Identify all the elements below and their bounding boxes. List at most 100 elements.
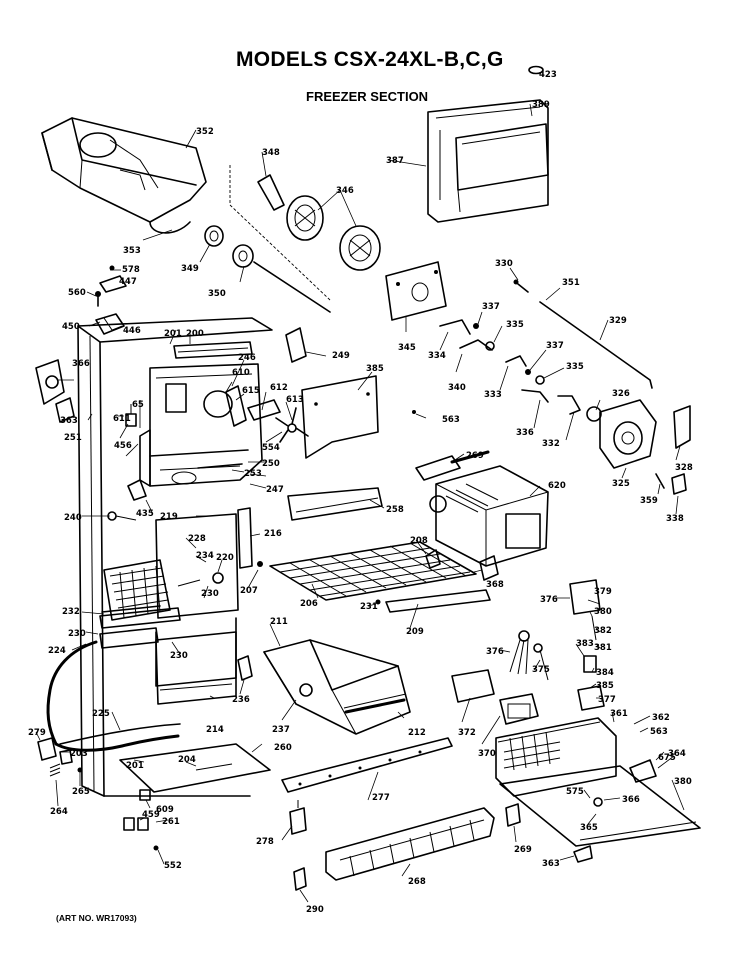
callout-208: 208 — [410, 536, 428, 546]
part-214-panel — [155, 631, 237, 705]
part-345-mount-plate — [385, 261, 447, 321]
part-260-shelf-plate — [119, 743, 271, 793]
callout-335a: 335 — [506, 320, 524, 330]
callout-578: 578 — [122, 265, 140, 275]
part-269-fill-tube — [415, 450, 490, 481]
part-207-screw — [257, 561, 263, 567]
callout-620: 620 — [548, 481, 566, 491]
part-277-slide-rail — [281, 737, 453, 793]
part-609-hardware — [123, 789, 159, 851]
part-337-washer — [473, 323, 531, 375]
part-370-solenoid — [499, 693, 539, 725]
callout-65: 65 — [132, 400, 144, 410]
callout-350: 350 — [208, 289, 226, 299]
part-201-liner-back-panel — [77, 317, 273, 797]
part-563-screw — [412, 410, 416, 414]
part-333-link — [505, 355, 527, 367]
callout-230b: 230 — [68, 629, 86, 639]
part-251-sensor — [125, 404, 137, 427]
part-237-handle — [299, 683, 313, 697]
callout-446: 446 — [123, 326, 141, 336]
part-383-actuator — [583, 655, 597, 673]
callout-352: 352 — [196, 127, 214, 137]
callout-385: 385 — [366, 364, 384, 374]
callout-219: 219 — [160, 512, 178, 522]
part-379-switch — [569, 579, 601, 615]
callout-380a: 380 — [594, 607, 612, 617]
callout-361: 361 — [610, 709, 628, 719]
part-334-lever — [439, 319, 471, 335]
callout-277: 277 — [372, 793, 390, 803]
part-279-bracket — [37, 737, 57, 761]
section-title: FREEZER SECTION — [306, 89, 429, 104]
part-220-ring — [212, 572, 224, 584]
part-615-bracket — [225, 385, 247, 427]
callout-447: 447 — [119, 277, 137, 287]
callout-353: 353 — [123, 246, 141, 256]
callout-337a: 337 — [482, 302, 500, 312]
callout-201b: 201 — [126, 761, 144, 771]
part-249-bracket — [285, 327, 307, 363]
callout-389: 389 — [532, 100, 550, 110]
callout-326: 326 — [612, 389, 630, 399]
callout-377: 377 — [598, 695, 616, 705]
callout-675: 675 — [658, 753, 676, 763]
callout-612: 612 — [270, 383, 288, 393]
callout-359: 359 — [640, 496, 658, 506]
part-224-heater-cord — [46, 640, 180, 752]
part-387-389-dispenser-door — [427, 99, 549, 223]
callout-336: 336 — [516, 428, 534, 438]
callout-609: 609 — [156, 805, 174, 815]
part-230-back-plate — [99, 617, 237, 687]
part-346-auger-housing — [229, 165, 381, 301]
callout-552: 552 — [164, 861, 182, 871]
callout-330: 330 — [495, 259, 513, 269]
callout-611: 611 — [113, 414, 131, 424]
callout-615: 615 — [242, 386, 260, 396]
part-560-screw — [95, 291, 101, 307]
callout-363b: 363 — [542, 859, 560, 869]
callout-368: 368 — [486, 580, 504, 590]
callout-370: 370 — [478, 749, 496, 759]
callout-237: 237 — [272, 725, 290, 735]
callout-554: 554 — [262, 443, 280, 453]
part-330-screw — [513, 279, 529, 293]
callout-351: 351 — [562, 278, 580, 288]
part-359-pin — [655, 473, 665, 489]
callout-362: 362 — [652, 713, 670, 723]
callout-266: 366 — [72, 359, 90, 369]
callout-349: 349 — [181, 264, 199, 274]
part-620-ice-maker — [429, 465, 549, 567]
part-350-drive — [232, 244, 331, 313]
callout-560: 560 — [68, 288, 86, 298]
callout-240: 240 — [64, 513, 82, 523]
part-352-ice-bucket — [41, 117, 207, 234]
art-number: (ART NO. WR17093) — [56, 913, 137, 923]
callout-249: 249 — [332, 351, 350, 361]
part-number-callouts: 423 389 387 352 348 346 353 349 350 578 … — [28, 70, 693, 915]
part-203-clip — [59, 749, 73, 765]
part-236-clip — [237, 655, 253, 681]
callout-211: 211 — [270, 617, 288, 627]
part-335-spring-clip — [485, 341, 545, 385]
callout-383: 383 — [576, 639, 594, 649]
part-363-bracket-upper — [55, 397, 75, 423]
callout-375: 375 — [532, 665, 550, 675]
part-375-wire — [533, 643, 549, 681]
callout-290: 290 — [306, 905, 324, 915]
callout-325: 325 — [612, 479, 630, 489]
part-265-screw — [77, 767, 83, 773]
callout-231: 231 — [360, 602, 378, 612]
callout-236: 236 — [232, 695, 250, 705]
callout-610: 610 — [232, 368, 250, 378]
part-336-link — [521, 389, 549, 403]
part-349-bearing — [204, 225, 224, 247]
callout-379: 379 — [594, 587, 612, 597]
callout-206: 206 — [300, 599, 318, 609]
part-278-valve — [289, 800, 307, 835]
callout-228: 228 — [188, 534, 206, 544]
part-385-shield-plate — [301, 375, 379, 459]
part-228-evaporator — [99, 513, 239, 629]
part-216-strip — [237, 507, 253, 569]
